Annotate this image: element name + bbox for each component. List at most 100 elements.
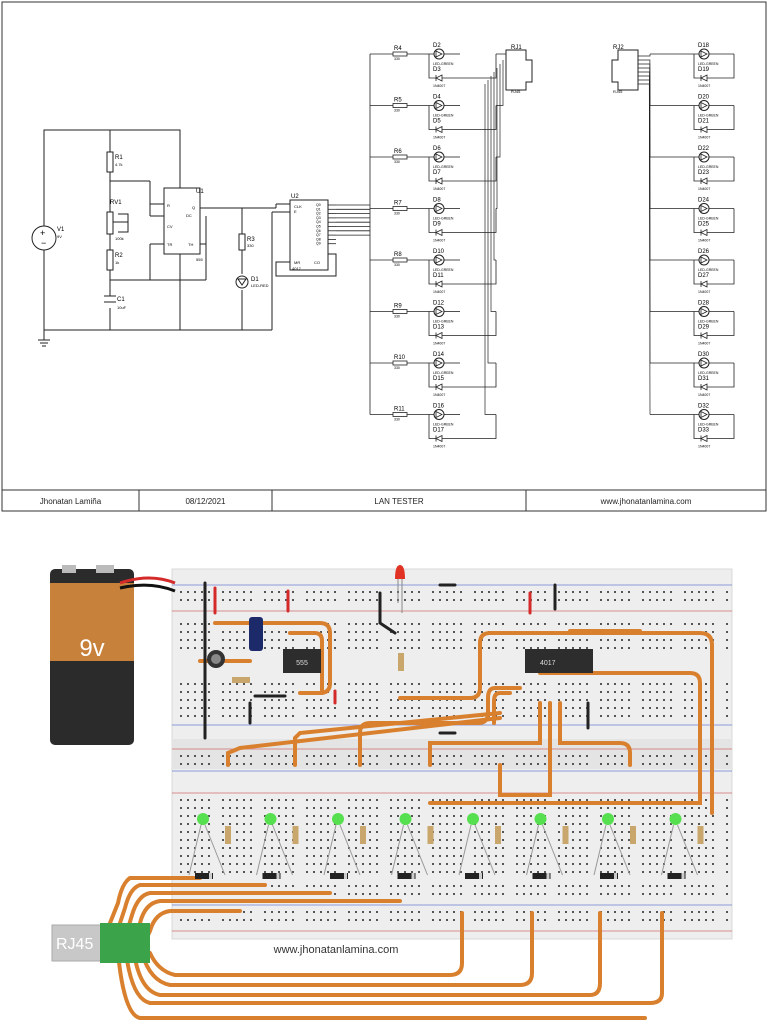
breadboard-hole xyxy=(243,707,245,709)
breadboard-hole xyxy=(502,919,504,921)
breadboard-hole xyxy=(369,893,371,895)
breadboard-hole xyxy=(439,755,441,757)
rj2-lead xyxy=(638,54,651,57)
breadboard-hole xyxy=(565,863,567,865)
breadboard-hole xyxy=(460,631,462,633)
breadboard-hole xyxy=(194,839,196,841)
breadboard-hole xyxy=(495,591,497,593)
diode-value: 1N4007 xyxy=(433,84,445,88)
breadboard-hole xyxy=(516,591,518,593)
breadboard-hole xyxy=(411,911,413,913)
breadboard-hole xyxy=(579,683,581,685)
breadboard-hole xyxy=(369,799,371,801)
green-led xyxy=(332,813,344,825)
breadboard-hole xyxy=(418,707,420,709)
breadboard-hole xyxy=(201,871,203,873)
breadboard-hole xyxy=(691,699,693,701)
diode-ref: D33 xyxy=(698,428,710,434)
breadboard-hole xyxy=(481,763,483,765)
breadboard-hole xyxy=(453,831,455,833)
breadboard-hole xyxy=(726,647,728,649)
breadboard-hole xyxy=(481,893,483,895)
breadboard-hole xyxy=(285,831,287,833)
breadboard-hole xyxy=(649,683,651,685)
breadboard-hole xyxy=(579,863,581,865)
breadboard-hole xyxy=(187,631,189,633)
breadboard-hole xyxy=(271,763,273,765)
breadboard-hole xyxy=(418,599,420,601)
breadboard-hole xyxy=(439,919,441,921)
breadboard-hole xyxy=(306,699,308,701)
breadboard-hole xyxy=(488,763,490,765)
breadboard-hole xyxy=(320,885,322,887)
breadboard-hole xyxy=(579,839,581,841)
breadboard-hole xyxy=(565,763,567,765)
breadboard-hole xyxy=(544,699,546,701)
breadboard-hole xyxy=(579,815,581,817)
breadboard-hole xyxy=(362,847,364,849)
breadboard-hole xyxy=(607,699,609,701)
breadboard-hole xyxy=(614,763,616,765)
breadboard-hole xyxy=(278,799,280,801)
breadboard-hole xyxy=(446,715,448,717)
breadboard-hole xyxy=(313,599,315,601)
breadboard-hole xyxy=(628,715,630,717)
breadboard-hole xyxy=(369,715,371,717)
breadboard-hole xyxy=(439,763,441,765)
breadboard-hole xyxy=(530,639,532,641)
breadboard-hole xyxy=(355,847,357,849)
breadboard-hole xyxy=(481,823,483,825)
breadboard-hole xyxy=(187,755,189,757)
breadboard-hole xyxy=(628,831,630,833)
diode-value: 1N4007 xyxy=(433,239,445,243)
breadboard-hole xyxy=(180,807,182,809)
u2-ref: U2 xyxy=(291,194,299,200)
breadboard-hole xyxy=(607,715,609,717)
breadboard-hole xyxy=(334,831,336,833)
u1-pin-dc: DC xyxy=(186,213,192,218)
breadboard-hole xyxy=(621,863,623,865)
breadboard-hole xyxy=(264,815,266,817)
breadboard-hole xyxy=(537,639,539,641)
breadboard-hole xyxy=(488,807,490,809)
breadboard-hole xyxy=(572,623,574,625)
breadboard-hole xyxy=(614,755,616,757)
breadboard-hole xyxy=(656,591,658,593)
breadboard-hole xyxy=(621,847,623,849)
breadboard-hole xyxy=(236,599,238,601)
breadboard-hole xyxy=(453,799,455,801)
breadboard-hole xyxy=(208,707,210,709)
breadboard-hole xyxy=(572,847,574,849)
breadboard-hole xyxy=(460,647,462,649)
breadboard-hole xyxy=(418,919,420,921)
breadboard-hole xyxy=(355,647,357,649)
breadboard-hole xyxy=(670,831,672,833)
breadboard-hole xyxy=(208,799,210,801)
breadboard-hole xyxy=(194,691,196,693)
breadboard-hole xyxy=(306,871,308,873)
breadboard-hole xyxy=(495,893,497,895)
breadboard-hole xyxy=(271,683,273,685)
footer-website: www.jhonatanlamina.com xyxy=(600,497,692,506)
breadboard-hole xyxy=(229,919,231,921)
breadboard-hole xyxy=(726,893,728,895)
left-led-triangle xyxy=(435,101,443,110)
breadboard-hole xyxy=(628,799,630,801)
breadboard-hole xyxy=(614,893,616,895)
u1-555-chip xyxy=(163,187,201,255)
breadboard-hole xyxy=(537,871,539,873)
breadboard-hole xyxy=(726,831,728,833)
breadboard-hole xyxy=(355,855,357,857)
breadboard-hole xyxy=(397,799,399,801)
breadboard-hole xyxy=(453,807,455,809)
breadboard-hole xyxy=(446,871,448,873)
breadboard-hole xyxy=(516,839,518,841)
breadboard-hole xyxy=(488,831,490,833)
breadboard-hole xyxy=(495,683,497,685)
breadboard-hole xyxy=(411,885,413,887)
led-value: LED-GREEN xyxy=(698,268,719,272)
breadboard-hole xyxy=(362,911,364,913)
breadboard-hole xyxy=(348,911,350,913)
breadboard-hole xyxy=(460,823,462,825)
breadboard-hole xyxy=(712,863,714,865)
